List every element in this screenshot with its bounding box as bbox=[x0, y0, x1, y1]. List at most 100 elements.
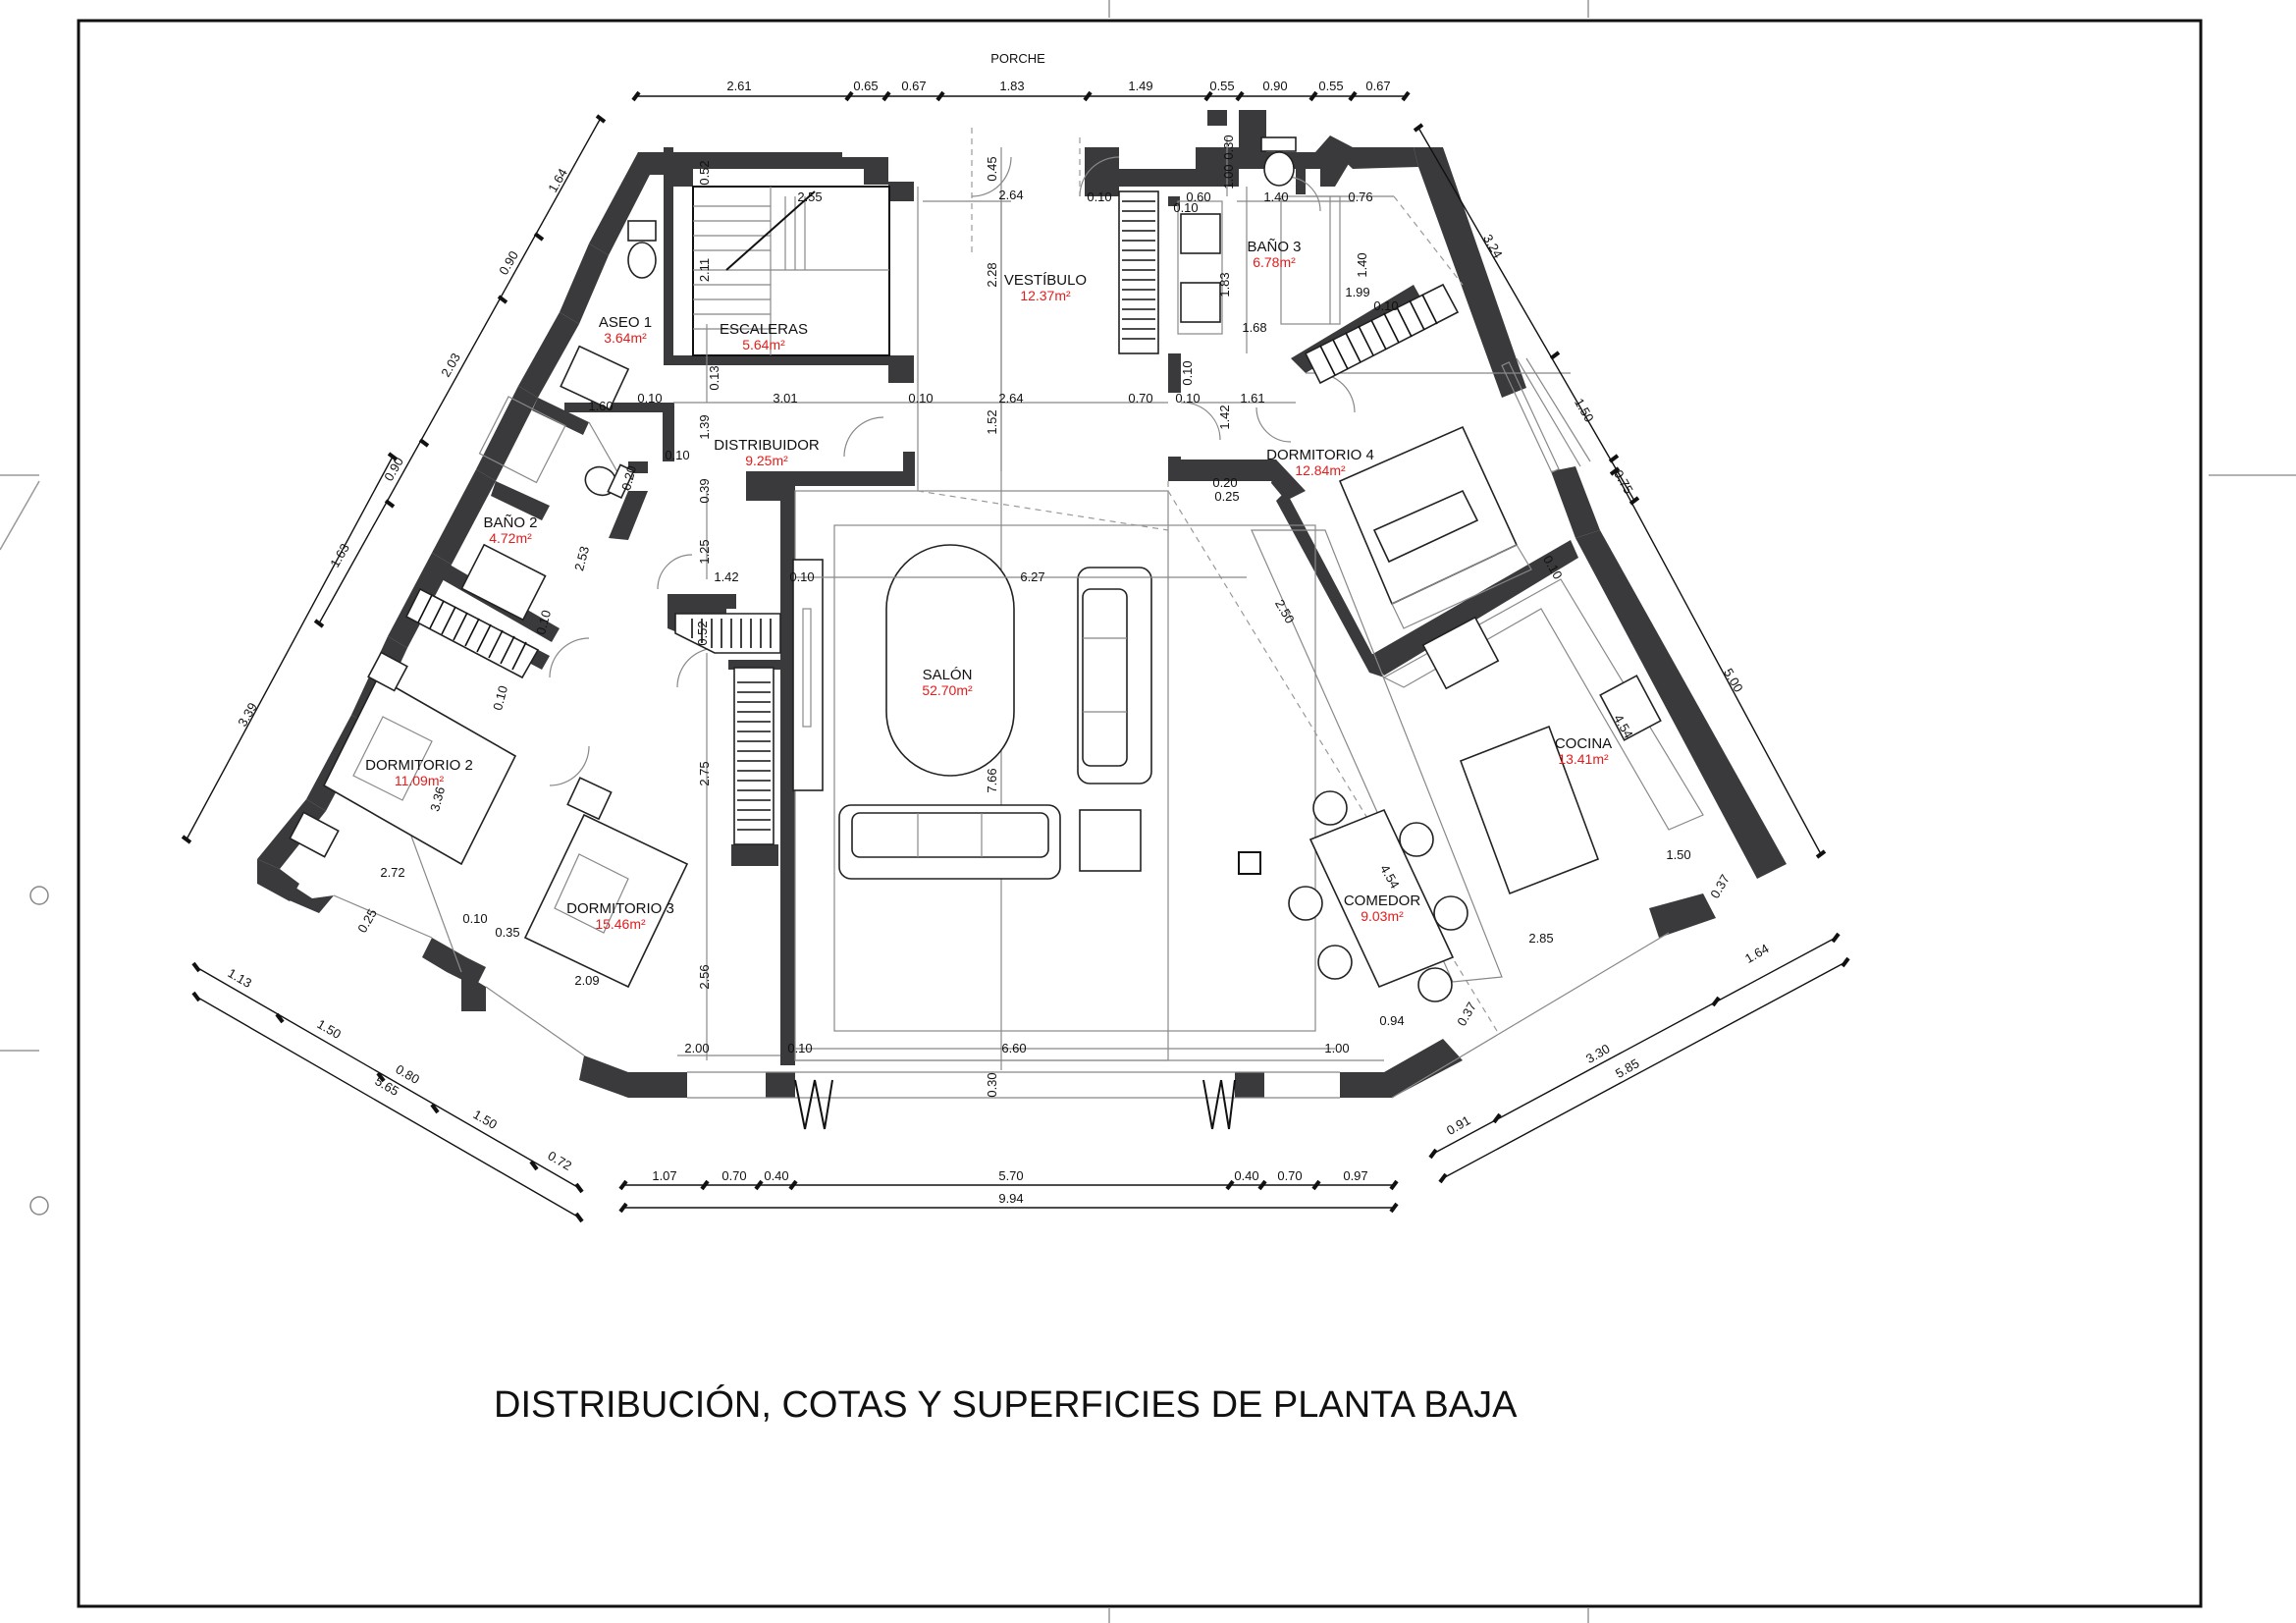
dim-200: 2.00 bbox=[684, 1041, 709, 1055]
dim-010f: 0.10 bbox=[1175, 391, 1200, 406]
dim-275: 2.75 bbox=[697, 761, 712, 785]
dim-bottom-6: 0.70 bbox=[1277, 1168, 1302, 1183]
dim-160: 1.60 bbox=[588, 399, 613, 413]
room-name-dormitorio3: DORMITORIO 3 bbox=[566, 900, 674, 917]
dim-100b: 1.00 bbox=[1324, 1041, 1349, 1055]
dining-chair-5 bbox=[1317, 945, 1353, 980]
dim-top-1: 2.61 bbox=[726, 79, 751, 93]
basin-aseo1 bbox=[560, 345, 630, 410]
dim-sw-total: 5.65 bbox=[373, 1073, 401, 1099]
dim-right-total: 5.00 bbox=[1721, 666, 1746, 694]
bed-dormitorio3 bbox=[523, 813, 689, 989]
dim-chain-left: 1.64 0.90 2.03 0.90 1.63 3.39 bbox=[181, 114, 607, 844]
room-area-cocina: 13.41m² bbox=[1558, 751, 1609, 767]
binder-hole-top bbox=[29, 886, 49, 905]
dim-010a: 0.10 bbox=[1087, 189, 1111, 204]
kitchen-island bbox=[1459, 725, 1600, 895]
dim-013: 0.13 bbox=[707, 365, 721, 390]
dim-256: 2.56 bbox=[697, 964, 712, 989]
dim-183: 1.83 bbox=[1217, 272, 1232, 297]
binder-hole-bottom bbox=[29, 1196, 49, 1216]
dim-037b: 0.37 bbox=[1454, 1000, 1479, 1028]
column bbox=[1238, 851, 1261, 875]
rug-oval bbox=[885, 544, 1015, 777]
room-name-bano2: BAÑO 2 bbox=[483, 514, 537, 531]
dim-chain-se: 1.64 3.30 0.91 5.85 bbox=[1428, 932, 1850, 1184]
nightstand-dormitorio3 bbox=[566, 777, 613, 821]
dim-253: 2.53 bbox=[571, 545, 592, 572]
dim-060: 0.60 bbox=[1186, 189, 1210, 204]
walls bbox=[257, 110, 1787, 1098]
dim-211: 2.11 bbox=[697, 258, 712, 282]
dresser-dormitorio2 bbox=[289, 811, 340, 858]
room-name-vestibulo: VESTÍBULO bbox=[1004, 272, 1087, 289]
dim-161: 1.61 bbox=[1240, 391, 1264, 406]
dim-264a: 2.64 bbox=[998, 188, 1023, 202]
dim-285: 2.85 bbox=[1528, 931, 1553, 946]
dim-se-2: 3.30 bbox=[1583, 1041, 1612, 1066]
dim-010m: 0.10 bbox=[787, 1041, 812, 1055]
dim-top-7: 0.90 bbox=[1262, 79, 1287, 93]
dim-bottom-total: 9.94 bbox=[998, 1191, 1023, 1206]
basin-bano2 bbox=[460, 543, 547, 622]
dim-037a: 0.37 bbox=[1707, 872, 1733, 900]
dim-chain-bottom: 1.07 0.70 0.40 5.70 0.40 0.70 0.97 9.94 bbox=[618, 1168, 1399, 1214]
dim-left-total: 3.39 bbox=[235, 700, 260, 729]
room-name-comedor: COMEDOR bbox=[1344, 893, 1421, 909]
dim-152: 1.52 bbox=[985, 409, 999, 434]
sofa-3-seat bbox=[838, 804, 1061, 880]
cooktop bbox=[1421, 616, 1500, 690]
basin-bano3-b bbox=[1180, 282, 1221, 323]
interior-lines bbox=[333, 128, 1670, 1099]
dim-top-6: 0.55 bbox=[1209, 79, 1234, 93]
room-name-aseo1: ASEO 1 bbox=[599, 314, 652, 331]
wardrobe-vestibulo bbox=[1118, 190, 1159, 354]
dim-228: 2.28 bbox=[985, 262, 999, 287]
dim-interior: 0.52 2.55 2.64 0.45 0.10 0.60 1.00 0.30 … bbox=[354, 135, 1733, 1097]
dim-010h: 0.10 bbox=[665, 448, 689, 462]
room-name-escaleras: ESCALERAS bbox=[720, 321, 808, 338]
room-labels: ASEO 1 3.64m² ESCALERAS 5.64m² VESTÍBULO… bbox=[365, 239, 1612, 932]
dim-bottom-7: 0.97 bbox=[1343, 1168, 1367, 1183]
wardrobe-dormitorio2 bbox=[404, 587, 540, 679]
bed-dormitorio2 bbox=[322, 676, 517, 866]
dim-010k: 0.10 bbox=[490, 684, 510, 712]
dim-142: 1.42 bbox=[1217, 405, 1232, 429]
basin-bano3-a bbox=[1180, 213, 1221, 254]
kitchen-counter bbox=[1382, 578, 1704, 831]
dim-336: 3.36 bbox=[427, 785, 448, 813]
dim-025b: 0.25 bbox=[354, 906, 380, 935]
dim-se-1: 1.64 bbox=[1742, 941, 1771, 966]
nightstand-dormitorio2 bbox=[367, 651, 408, 692]
dim-bottom-1: 1.07 bbox=[652, 1168, 676, 1183]
room-area-salon: 52.70m² bbox=[922, 682, 973, 698]
room-area-escaleras: 5.64m² bbox=[742, 337, 785, 352]
armchair bbox=[1079, 809, 1142, 872]
dim-right-2: 1.50 bbox=[1572, 396, 1597, 424]
porche-label: PORCHE bbox=[990, 51, 1045, 66]
dim-030: 0.30 bbox=[1221, 135, 1236, 159]
dim-030b: 0.30 bbox=[985, 1072, 999, 1097]
vanity-bano3 bbox=[1177, 200, 1223, 335]
dim-139: 1.39 bbox=[697, 414, 712, 439]
dim-se-total: 5.85 bbox=[1613, 1055, 1641, 1081]
dining-chair-6 bbox=[1417, 967, 1453, 1002]
dim-264b: 2.64 bbox=[998, 391, 1023, 406]
sofa-side bbox=[1077, 567, 1152, 784]
dim-top-3: 0.67 bbox=[901, 79, 926, 93]
dining-chair-3 bbox=[1288, 886, 1323, 921]
dim-052: 0.52 bbox=[697, 160, 712, 185]
dim-top-9: 0.67 bbox=[1365, 79, 1390, 93]
dim-052b: 0.52 bbox=[695, 621, 710, 645]
wardrobe-pasillo bbox=[733, 667, 774, 845]
dim-094: 0.94 bbox=[1379, 1013, 1404, 1028]
room-area-dormitorio4: 12.84m² bbox=[1295, 462, 1346, 478]
dim-left-2: 0.90 bbox=[496, 248, 521, 277]
dim-168: 1.68 bbox=[1242, 320, 1266, 335]
room-area-distribuidor: 9.25m² bbox=[745, 453, 788, 468]
room-area-aseo1: 3.64m² bbox=[604, 330, 647, 346]
dim-766: 7.66 bbox=[985, 768, 999, 792]
toilet-aseo1 bbox=[627, 220, 657, 279]
